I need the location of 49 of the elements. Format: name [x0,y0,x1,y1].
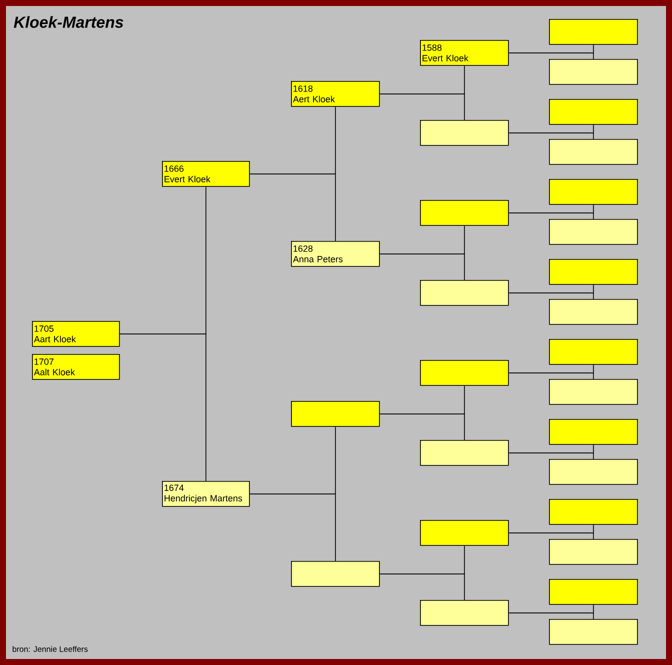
empty-box [420,600,509,626]
empty-box [549,579,638,605]
empty-box [549,539,638,565]
empty-box [549,299,638,325]
empty-box [291,561,380,587]
empty-box [420,280,509,306]
person-box: 1705 Aart Kloek [32,321,120,347]
empty-box [549,179,638,205]
empty-box [549,379,638,405]
empty-box [420,440,509,466]
person-box: 1674 Hendricjen Martens [162,481,250,507]
empty-box [291,401,380,427]
person-box: 1666 Evert Kloek [162,161,250,187]
empty-box [549,99,638,125]
empty-box [420,120,509,146]
empty-box [420,200,509,226]
connector-line [508,452,594,460]
person-box: 1618 Aert Kloek [291,81,380,107]
connector-line [379,94,465,120]
connector-line [508,372,594,380]
person-box: 1707 Aalt Kloek [32,354,120,380]
empty-box [549,259,638,285]
person-box: 1588 Evert Kloek [420,40,509,66]
empty-box [549,139,638,165]
empty-box [549,419,638,445]
empty-box [420,520,509,546]
connector-line [249,494,336,562]
person-box: 1628 Anna Peters [291,241,380,267]
connector-line [379,574,465,600]
connector-line [508,292,594,300]
empty-box [549,219,638,245]
connector-line [508,612,594,620]
empty-box [549,459,638,485]
connector-line [508,132,594,140]
connector-line [508,212,594,220]
source-note: bron: Jennie Leeffers [12,646,88,652]
connector-line [379,414,465,440]
empty-box [549,59,638,85]
connector-line [119,334,206,482]
connector-line [508,52,594,60]
title: Kloek-Martens [14,16,124,28]
empty-box [549,339,638,365]
empty-box [420,360,509,386]
connector-line [508,532,594,540]
connector-line [249,174,336,242]
connector-line [379,254,465,280]
empty-box [549,619,638,645]
empty-box [549,499,638,525]
empty-box [549,19,638,45]
